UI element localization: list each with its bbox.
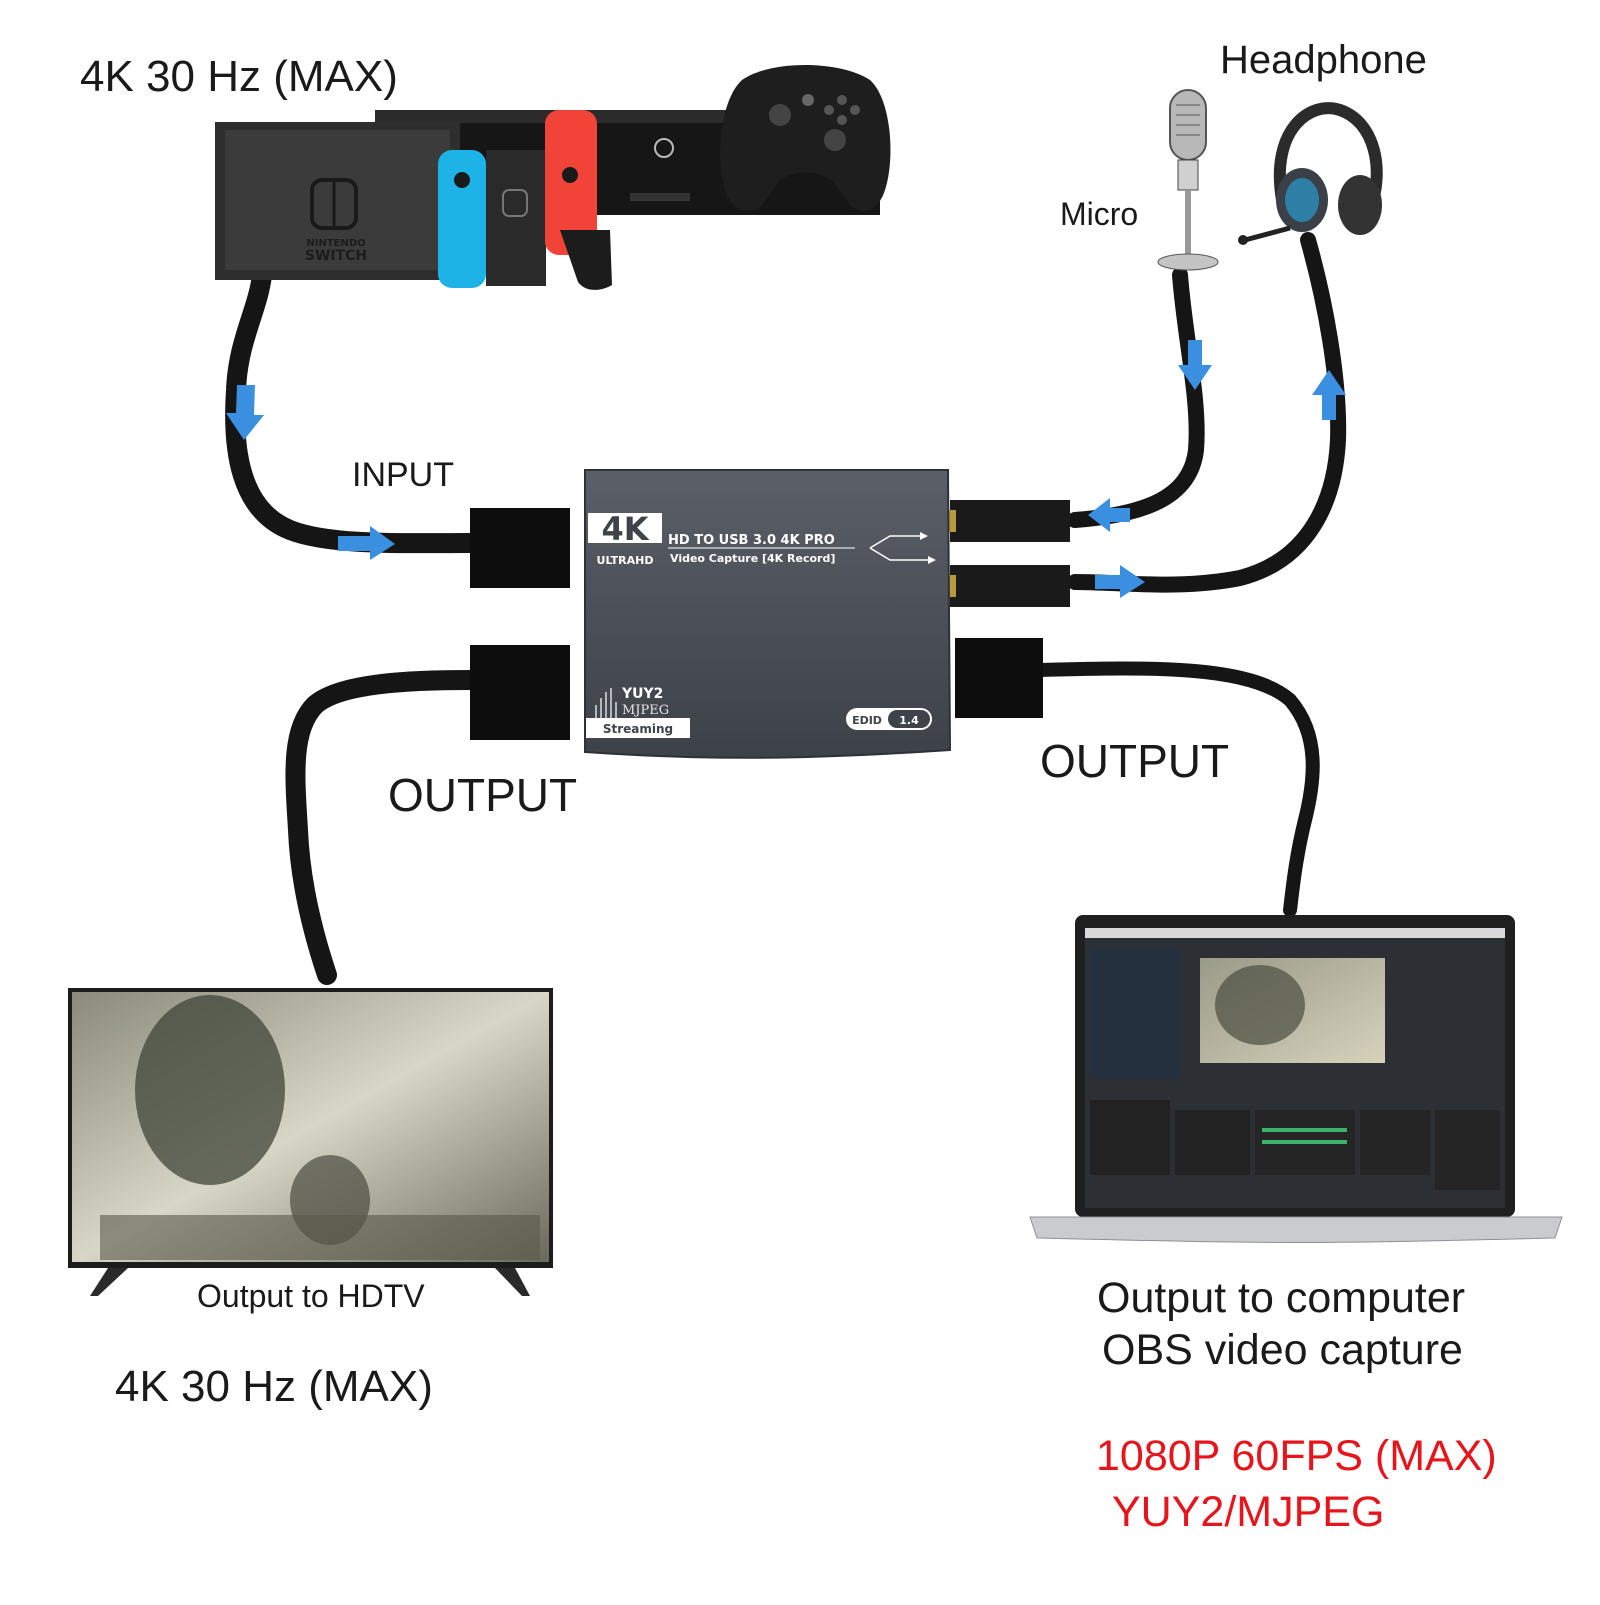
- headphone-jack-plug: [950, 565, 1070, 607]
- device-ultrahd: ULTRAHD: [597, 554, 654, 567]
- micro-label: Micro: [1060, 196, 1139, 232]
- spec-resolution-label: 1080P 60FPS (MAX): [1096, 1432, 1497, 1480]
- usb-output-plug: [955, 638, 1043, 718]
- mic-cable: [1067, 267, 1205, 528]
- arrow-right-input-icon: [338, 526, 395, 560]
- consoles-group: NINTENDO SWITCH: [215, 65, 891, 290]
- nintendo-switch-console: NINTENDO SWITCH: [215, 110, 612, 290]
- headphone-cable: [1067, 232, 1347, 593]
- usb-out-computer-cable: [1033, 661, 1320, 917]
- flow-arrows: [226, 340, 1346, 598]
- hdmi-input-plug: [470, 508, 570, 588]
- edid-label: EDID: [852, 714, 882, 727]
- arrow-down-input-icon: [226, 385, 264, 440]
- output-computer-label-2: OBS video capture: [1102, 1326, 1463, 1374]
- streaming-badge: YUY2 MJPEG Streaming: [586, 686, 690, 738]
- output-right-label: OUTPUT: [1040, 735, 1230, 787]
- spec-format-label: YUY2/MJPEG: [1112, 1488, 1385, 1536]
- device-mjpeg: MJPEG: [622, 703, 669, 718]
- arrow-down-mic-icon: [1178, 340, 1212, 390]
- device-4k-badge: 4K: [601, 510, 649, 548]
- device-line-2: Video Capture [4K Record]: [670, 552, 835, 565]
- switch-brand-2: SWITCH: [305, 248, 367, 264]
- output-hdtv-label: Output to HDTV: [197, 1278, 425, 1314]
- hdmi-output-plug: [470, 645, 570, 740]
- input-label: INPUT: [352, 456, 454, 494]
- device-yuy2: YUY2: [621, 686, 663, 702]
- capture-device: 4K ULTRAHD HD TO USB 3.0 4K PRO Video Ca…: [470, 469, 1070, 759]
- device-line-1: HD TO USB 3.0 4K PRO: [668, 533, 835, 548]
- game-controller: [720, 65, 891, 211]
- arrow-up-headphone-icon: [1312, 370, 1346, 420]
- edid-badge: EDID 1.4: [846, 708, 932, 730]
- input-max-label: 4K 30 Hz (MAX): [80, 52, 398, 101]
- hdtv: [68, 988, 553, 1296]
- mic-jack-plug: [950, 500, 1070, 542]
- microphone: [1157, 89, 1219, 271]
- laptop: [1029, 915, 1563, 1243]
- output-computer-label-1: Output to computer: [1097, 1274, 1466, 1322]
- hdmi-out-tv-cable: [285, 670, 480, 985]
- output-max-label: 4K 30 Hz (MAX): [115, 1362, 433, 1411]
- device-streaming: Streaming: [603, 722, 673, 736]
- headphone-label: Headphone: [1220, 38, 1427, 82]
- arrow-right-headphone-icon: [1095, 565, 1145, 598]
- output-left-label: OUTPUT: [388, 769, 578, 821]
- arrow-left-mic-icon: [1088, 498, 1130, 532]
- edid-version: 1.4: [899, 714, 919, 727]
- gaming-headset: [1238, 102, 1383, 245]
- hdmi-input-cable: [225, 265, 480, 554]
- switch-brand-1: NINTENDO: [306, 238, 365, 249]
